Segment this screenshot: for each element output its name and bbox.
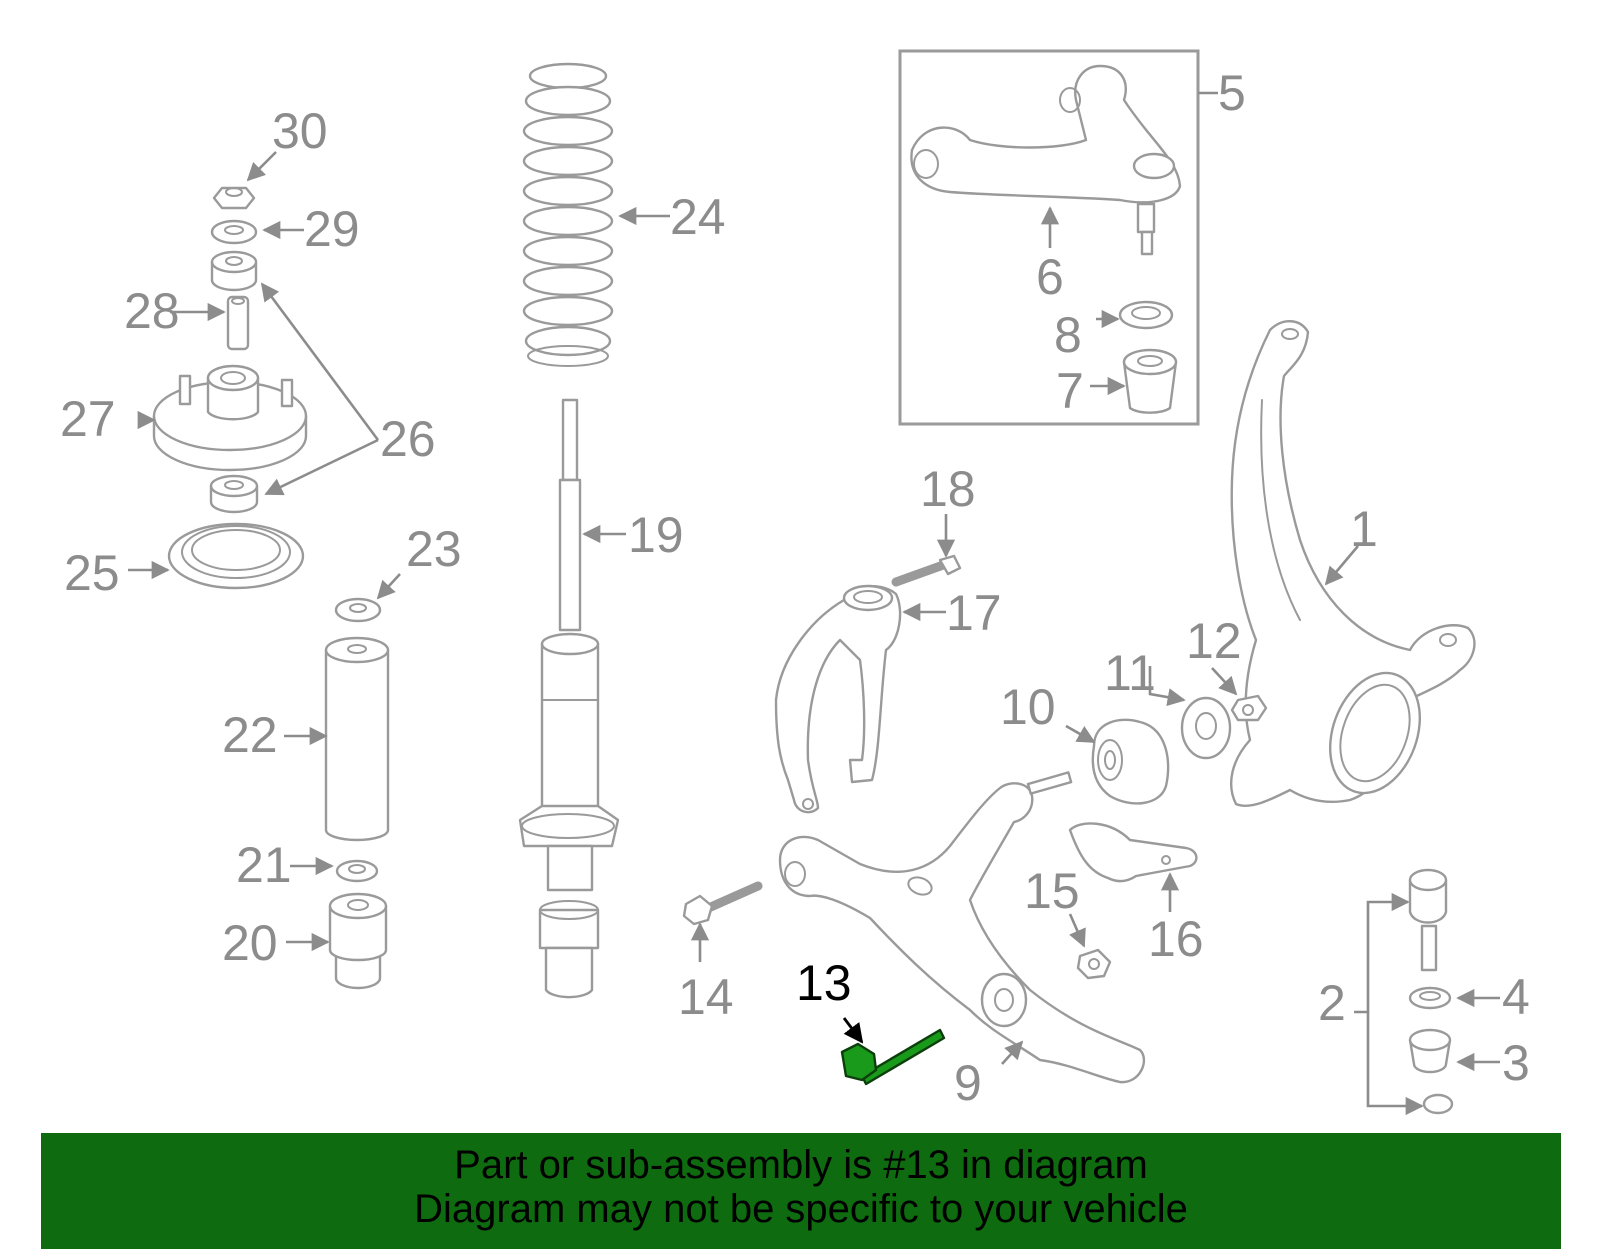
part-24-coil-spring: [522, 62, 614, 367]
part-27-mount: [152, 364, 308, 472]
part-26-upper-bushing: [210, 250, 258, 292]
callout-6: 6: [1036, 249, 1064, 305]
callout-17: 17: [946, 585, 1002, 641]
callout-22: 22: [222, 707, 278, 763]
footer-line-part-number: Part or sub-assembly is #13 in diagram: [454, 1143, 1148, 1187]
callout-23: 23: [406, 521, 462, 577]
callout-2: 2: [1318, 975, 1346, 1031]
callout-8: 8: [1054, 307, 1082, 363]
callout-18: 18: [920, 461, 976, 517]
callout-1: 1: [1350, 501, 1378, 557]
part-9-lower-arm: [778, 771, 1146, 1084]
part-10-bushing: [1091, 718, 1170, 805]
part-20-bump-stop: [328, 892, 388, 990]
callout-5: 5: [1218, 65, 1246, 121]
footer-banner: Part or sub-assembly is #13 in diagram D…: [41, 1133, 1561, 1249]
part-5-group-box: [898, 49, 1218, 426]
part-3-boot: [1408, 1028, 1452, 1074]
part-12-nut: [1230, 694, 1268, 722]
callout-16: 16: [1148, 911, 1204, 967]
callout-12: 12: [1186, 613, 1242, 669]
callout-26: 26: [380, 411, 436, 467]
part-29-washer: [210, 219, 258, 245]
callout-24: 24: [670, 189, 726, 245]
part-7-bushing: [1122, 348, 1178, 414]
part-6-upper-arm: [910, 64, 1182, 256]
part-22-boot: [324, 636, 390, 842]
part-1-knuckle: [1229, 320, 1476, 807]
callout-20: 20: [222, 915, 278, 971]
callout-10: 10: [1000, 679, 1056, 735]
callout-28: 28: [124, 283, 180, 339]
part-28-collar: [226, 295, 250, 351]
callout-29: 29: [304, 201, 360, 257]
callout-21: 21: [236, 837, 292, 893]
part-16-bracket: [1068, 822, 1198, 883]
part-14-bolt: [682, 881, 763, 926]
callout-25: 25: [64, 545, 120, 601]
callout-4: 4: [1502, 969, 1530, 1025]
part-21-washer: [335, 859, 379, 883]
leader-lines: [128, 151, 1500, 1116]
part-8-washer: [1118, 300, 1174, 330]
part-26-lower-bushing: [209, 474, 259, 514]
part-17-fork: [774, 584, 902, 814]
callout-15: 15: [1024, 863, 1080, 919]
part-15-nut: [1076, 948, 1112, 980]
callout-30: 30: [272, 103, 328, 159]
part-30-nut: [212, 186, 256, 210]
footer-line-disclaimer: Diagram may not be specific to your vehi…: [414, 1187, 1188, 1231]
part-25-seat: [167, 522, 305, 590]
part-2-ball-joint: [1408, 868, 1448, 972]
part-2-clip: [1422, 1093, 1454, 1115]
callout-14: 14: [678, 969, 734, 1025]
callout-11: 11: [1104, 645, 1156, 701]
callout-3: 3: [1502, 1035, 1530, 1091]
callout-7: 7: [1056, 363, 1084, 419]
part-18-bolt: [891, 554, 962, 587]
callout-19: 19: [628, 507, 684, 563]
part-11-washer: [1180, 696, 1232, 760]
callout-9: 9: [954, 1055, 982, 1111]
part-19-strut: [518, 398, 620, 999]
callout-27: 27: [60, 391, 116, 447]
part-4-ring: [1408, 986, 1452, 1010]
part-13-bolt-highlighted: [840, 1028, 946, 1086]
callout-labels: 30 29 28 27 26 25 23 22 21 20 24 19 5 6 …: [60, 65, 1530, 1111]
callout-13-highlighted: 13: [796, 955, 852, 1011]
part-23-washer: [334, 597, 382, 623]
